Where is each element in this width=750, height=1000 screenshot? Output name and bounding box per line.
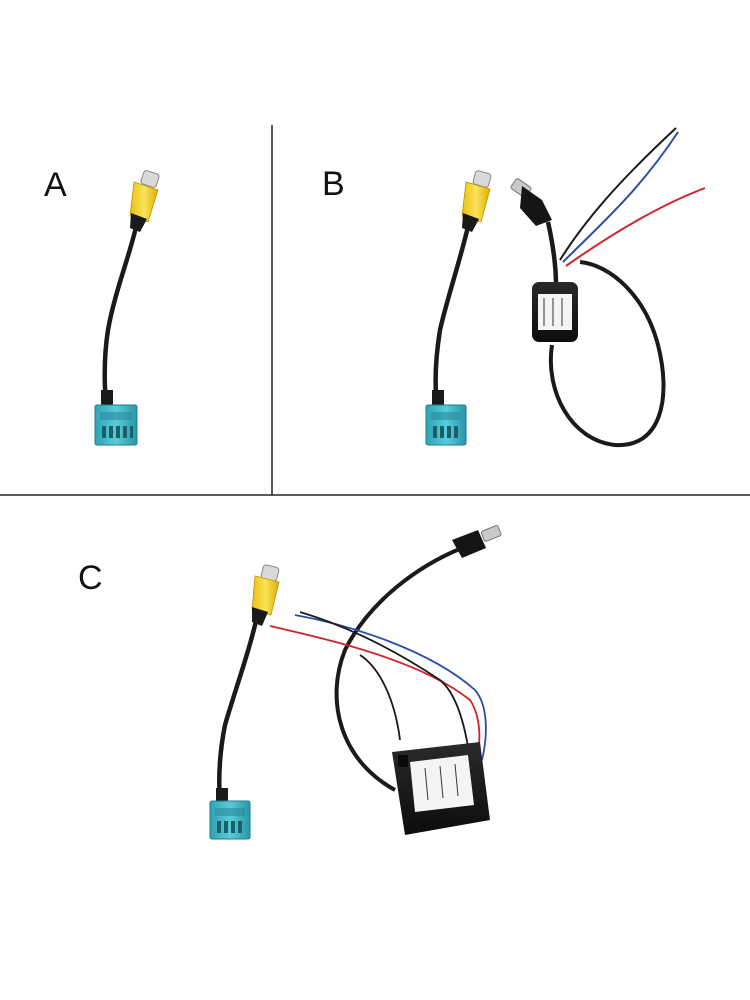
power-plug-icon xyxy=(510,178,552,226)
filter-module-icon xyxy=(392,742,490,835)
power-plug-icon xyxy=(452,525,502,558)
blue-harness-connector-icon xyxy=(94,390,138,446)
blue-harness-connector-icon xyxy=(425,390,467,446)
rca-connector-icon xyxy=(129,170,160,232)
panel-label-c: C xyxy=(78,559,103,597)
filter-module-icon xyxy=(532,282,578,342)
panel-c-cable xyxy=(209,564,280,840)
panel-c-filter-harness xyxy=(269,525,502,835)
panel-label-b: B xyxy=(322,165,345,203)
blue-harness-connector-icon xyxy=(209,788,251,840)
rca-connector-icon xyxy=(461,170,492,232)
rca-connector-icon xyxy=(251,564,280,626)
panel-a-cable xyxy=(94,170,160,446)
panel-b-filter-harness xyxy=(510,127,706,448)
panel-label-a: A xyxy=(44,166,67,204)
panel-b-cable xyxy=(425,170,492,446)
